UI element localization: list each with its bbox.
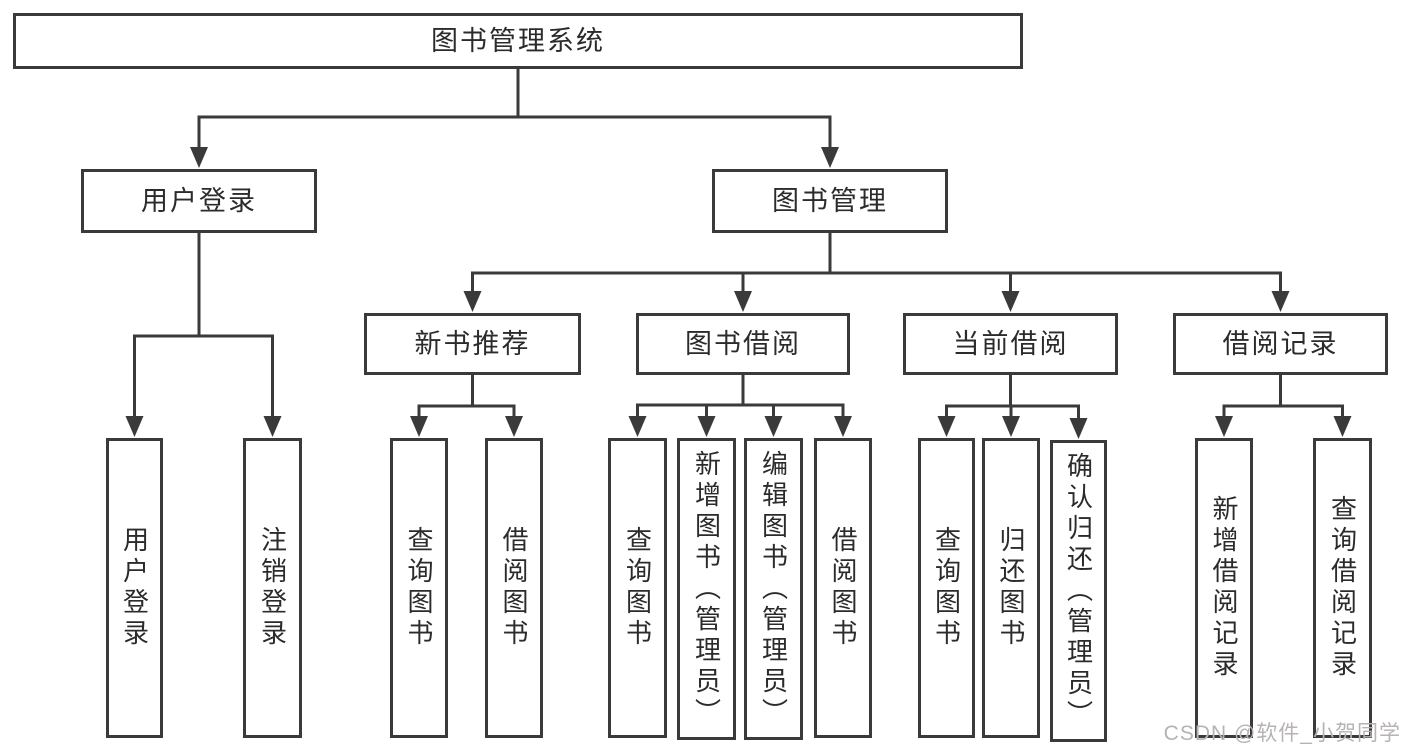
- node-borrow-records: 借阅记录: [1173, 313, 1388, 375]
- node-leaf-logout: 注销登录: [243, 438, 302, 738]
- node-leaf-cb-query-book-label: 查询图书: [931, 526, 962, 650]
- node-leaf-nbr-borrow-book: 借阅图书: [485, 438, 543, 738]
- node-leaf-br-query-record-label: 查询借阅记录: [1327, 495, 1358, 681]
- node-leaf-bb-borrow-book: 借阅图书: [814, 438, 872, 738]
- node-borrow-records-label: 借阅记录: [1222, 328, 1339, 359]
- node-book-management: 图书管理: [712, 169, 948, 233]
- node-leaf-nbr-query-book-label: 查询图书: [404, 526, 434, 650]
- node-leaf-cb-query-book: 查询图书: [918, 438, 975, 738]
- node-leaf-bb-query-book: 查询图书: [608, 438, 667, 738]
- node-leaf-cb-return-book: 归还图书: [982, 438, 1040, 738]
- node-leaf-cb-confirm-return: 确认归还（管理员）: [1050, 440, 1107, 742]
- node-library-management-system-label: 图书管理系统: [431, 25, 605, 56]
- node-leaf-bb-edit-book-label: 编辑图书（管理员）: [758, 449, 789, 729]
- node-user-login: 用户登录: [81, 169, 317, 233]
- csdn-watermark: CSDN @软件_小贺同学: [1163, 722, 1401, 745]
- node-new-book-recommend: 新书推荐: [364, 313, 581, 375]
- node-leaf-user-login: 用户登录: [106, 438, 163, 738]
- node-leaf-bb-add-book-label: 新增图书（管理员）: [691, 449, 722, 729]
- node-leaf-bb-borrow-book-label: 借阅图书: [828, 526, 858, 650]
- node-current-borrow: 当前借阅: [903, 313, 1118, 375]
- node-new-book-recommend-label: 新书推荐: [414, 328, 531, 359]
- node-current-borrow-label: 当前借阅: [952, 328, 1069, 359]
- node-leaf-br-add-record: 新增借阅记录: [1195, 438, 1253, 738]
- node-leaf-bb-add-book: 新增图书（管理员）: [677, 438, 736, 740]
- node-leaf-user-login-label: 用户登录: [119, 526, 150, 650]
- node-leaf-logout-label: 注销登录: [257, 526, 288, 650]
- node-leaf-nbr-borrow-book-label: 借阅图书: [499, 526, 529, 650]
- node-book-borrow: 图书借阅: [636, 313, 850, 375]
- node-book-management-label: 图书管理: [772, 185, 888, 216]
- node-leaf-br-query-record: 查询借阅记录: [1313, 438, 1372, 738]
- node-leaf-cb-return-book-label: 归还图书: [996, 526, 1026, 650]
- node-leaf-cb-confirm-return-label: 确认归还（管理员）: [1063, 451, 1094, 731]
- node-library-management-system: 图书管理系统: [13, 13, 1023, 69]
- node-book-borrow-label: 图书借阅: [685, 328, 801, 359]
- node-user-login-label: 用户登录: [141, 185, 257, 216]
- node-leaf-bb-edit-book: 编辑图书（管理员）: [744, 438, 803, 740]
- node-leaf-nbr-query-book: 查询图书: [390, 438, 448, 738]
- node-leaf-br-add-record-label: 新增借阅记录: [1209, 495, 1239, 681]
- node-leaf-bb-query-book-label: 查询图书: [622, 526, 653, 650]
